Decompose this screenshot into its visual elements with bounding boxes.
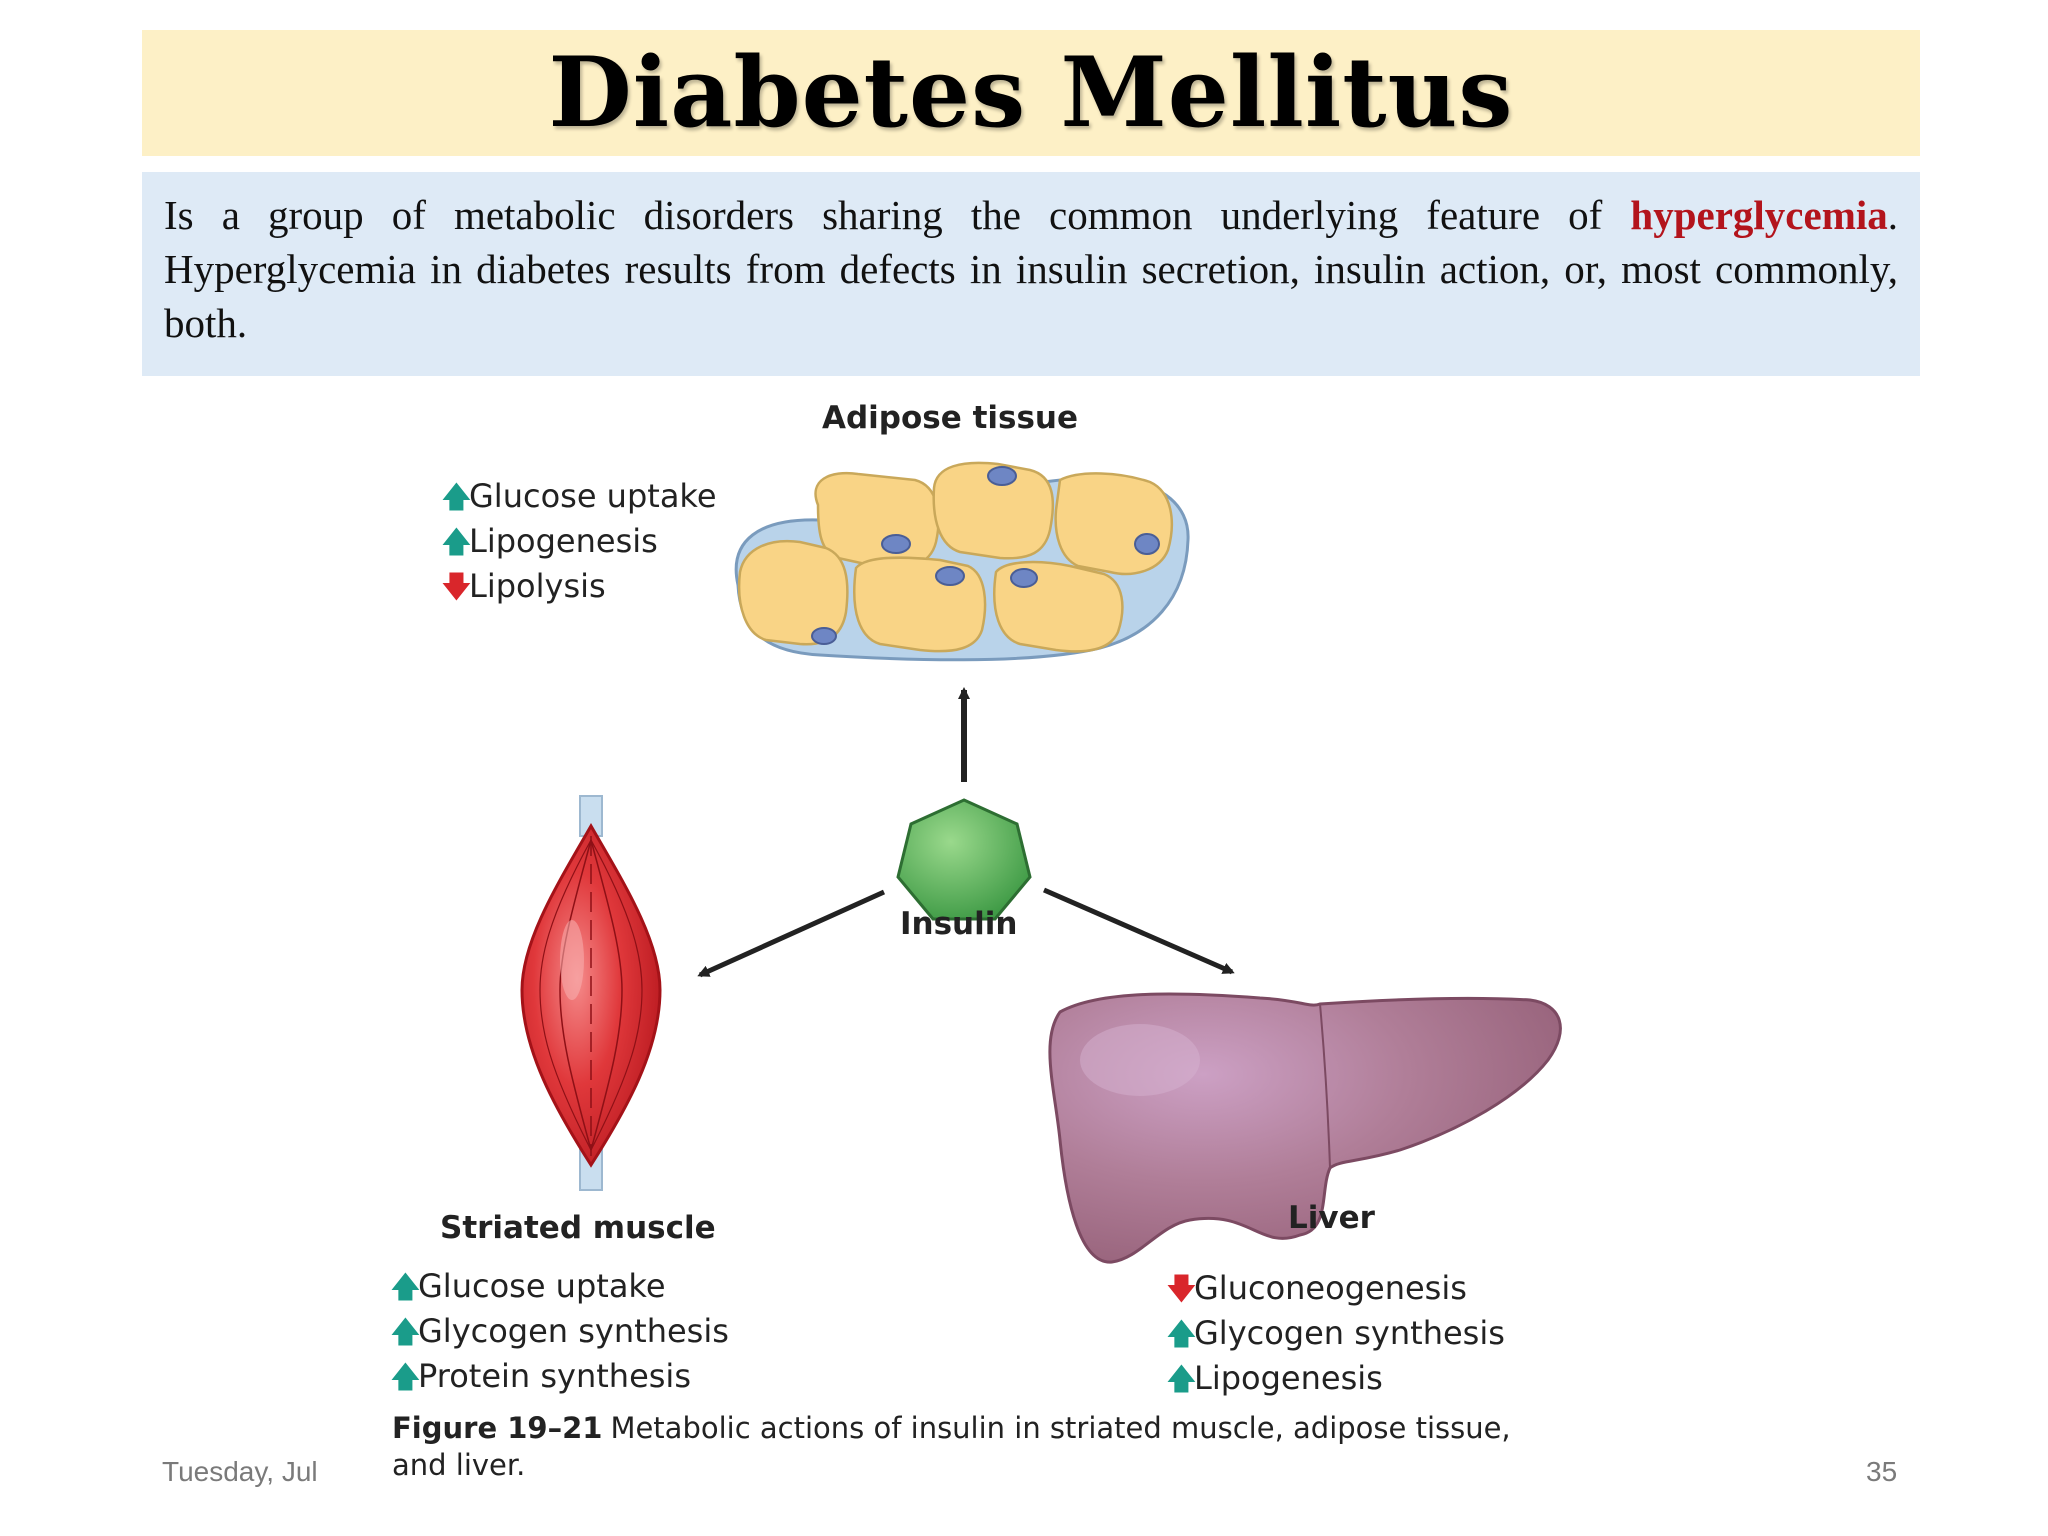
list-item: 🡅Glycogen synthesis xyxy=(1166,1311,1505,1356)
down-arrow-icon: 🡇 xyxy=(441,570,472,605)
definition-text: Is a group of metabolic disorders sharin… xyxy=(164,188,1898,350)
hyperglycemia-term: hyperglycemia xyxy=(1630,192,1888,238)
list-item: 🡅Lipogenesis xyxy=(1166,1356,1505,1401)
cell-nucleus xyxy=(935,566,965,586)
liver-illustration xyxy=(1048,992,1562,1264)
list-item: 🡅Glucose uptake xyxy=(390,1264,729,1309)
slide-title: Diabetes Mellitus xyxy=(548,36,1514,149)
figure-caption-text: Metabolic actions of insulin in striated… xyxy=(392,1411,1511,1482)
cell-nucleus xyxy=(811,627,837,645)
effect-text: Protein synthesis xyxy=(418,1357,691,1395)
liver-effects-list: 🡇Gluconeogenesis 🡅Glycogen synthesis 🡅Li… xyxy=(1166,1266,1505,1401)
insulin-molecule-icon xyxy=(896,798,1032,921)
up-arrow-icon: 🡅 xyxy=(1166,1317,1197,1352)
slide-number: 35 xyxy=(1866,1456,1898,1487)
adipose-effects-list: 🡅Glucose uptake 🡅Lipogenesis 🡇Lipolysis xyxy=(441,474,717,609)
cell-nucleus xyxy=(987,466,1017,486)
up-arrow-icon: 🡅 xyxy=(390,1360,421,1395)
list-item: 🡇Lipolysis xyxy=(441,564,717,609)
up-arrow-icon: 🡅 xyxy=(441,525,472,560)
list-item: 🡅Glycogen synthesis xyxy=(390,1309,729,1354)
definition-box: Is a group of metabolic disorders sharin… xyxy=(142,172,1920,376)
list-item: 🡅Lipogenesis xyxy=(441,519,717,564)
definition-text-start: Is a group of metabolic disorders sharin… xyxy=(164,192,1631,238)
fat-cell xyxy=(1054,472,1174,576)
muscle-effects-list: 🡅Glucose uptake 🡅Glycogen synthesis 🡅Pro… xyxy=(390,1264,729,1399)
adipose-tissue-illustration xyxy=(734,461,1190,662)
cell-nucleus xyxy=(1134,533,1160,555)
cell-nucleus xyxy=(881,534,911,554)
effect-text: Lipolysis xyxy=(469,567,606,605)
insulin-label: Insulin xyxy=(900,906,1018,942)
effect-text: Glucose uptake xyxy=(469,477,717,515)
arrow-to-liver xyxy=(1043,887,1235,975)
fat-cell xyxy=(932,461,1055,560)
list-item: 🡅Glucose uptake xyxy=(441,474,717,519)
list-item: 🡅Protein synthesis xyxy=(390,1354,729,1399)
figure-number: Figure 19–21 xyxy=(392,1411,603,1445)
fat-cell xyxy=(853,556,987,653)
effect-text: Gluconeogenesis xyxy=(1194,1269,1467,1307)
fat-cell xyxy=(737,539,849,646)
effect-text: Lipogenesis xyxy=(1194,1359,1383,1397)
list-item: 🡇Gluconeogenesis xyxy=(1166,1266,1505,1311)
effect-text: Glycogen synthesis xyxy=(418,1312,729,1350)
up-arrow-icon: 🡅 xyxy=(1166,1362,1197,1397)
effect-text: Glucose uptake xyxy=(418,1267,666,1305)
striated-muscle-label: Striated muscle xyxy=(440,1210,716,1246)
effect-text: Lipogenesis xyxy=(469,522,658,560)
effect-text: Glycogen synthesis xyxy=(1194,1314,1505,1352)
up-arrow-icon: 🡅 xyxy=(390,1270,421,1305)
liver-label: Liver xyxy=(1288,1200,1375,1236)
footer-date: Tuesday, Jul xyxy=(162,1456,318,1487)
arrow-to-muscle xyxy=(697,889,886,978)
adipose-tissue-label: Adipose tissue xyxy=(822,400,1079,436)
down-arrow-icon: 🡇 xyxy=(1166,1272,1197,1307)
title-band: Diabetes Mellitus xyxy=(142,30,1920,156)
up-arrow-icon: 🡅 xyxy=(441,480,472,515)
cell-nucleus xyxy=(1010,568,1038,588)
striated-muscle-illustration xyxy=(520,795,662,1191)
definition-text-end: . Hyperglycemia in diabetes results from… xyxy=(164,192,1898,346)
up-arrow-icon: 🡅 xyxy=(390,1315,421,1350)
